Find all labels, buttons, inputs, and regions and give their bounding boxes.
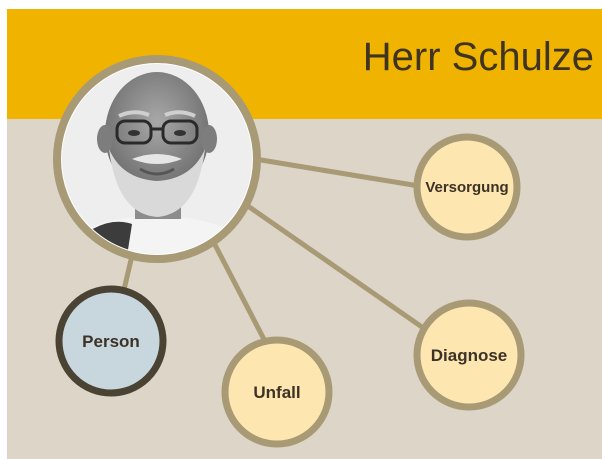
node-diagnose-label: Diagnose [431,346,508,365]
connector-versorgung [254,156,420,189]
connector-diagnose [243,201,434,337]
center-node[interactable] [47,55,267,326]
node-person[interactable]: Person [55,285,167,397]
node-unfall[interactable]: Unfall [221,336,333,448]
mind-map: Versorgung Diagnose Unfall Person [47,55,525,448]
page-title: Herr Schulze [362,35,594,79]
node-versorgung[interactable]: Versorgung [413,133,521,241]
node-diagnose[interactable]: Diagnose [413,299,525,411]
node-unfall-label: Unfall [253,383,300,402]
node-versorgung-label: Versorgung [425,179,508,196]
connector-unfall [209,237,272,351]
node-person-label: Person [82,332,140,351]
slide-canvas: Herr Schulze [7,9,602,459]
connector-lines [120,156,434,351]
